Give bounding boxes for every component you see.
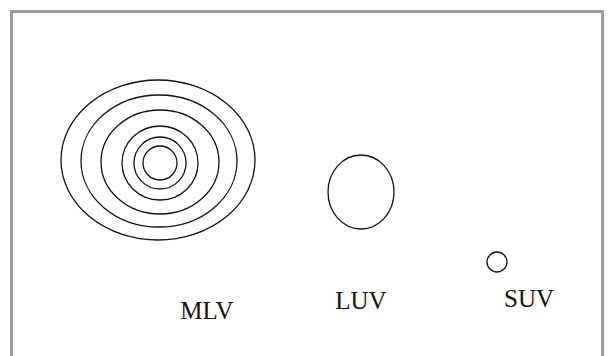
multilamellar-vesicle <box>61 80 255 240</box>
panel-border <box>12 12 603 356</box>
vesicle-label: LUV <box>335 288 386 313</box>
small-unilamellar-vesicle <box>487 252 507 272</box>
vesicle-label: SUV <box>504 286 554 311</box>
large-unilamellar-vesicle <box>328 155 394 229</box>
vesicle-label: MLV <box>180 298 233 323</box>
